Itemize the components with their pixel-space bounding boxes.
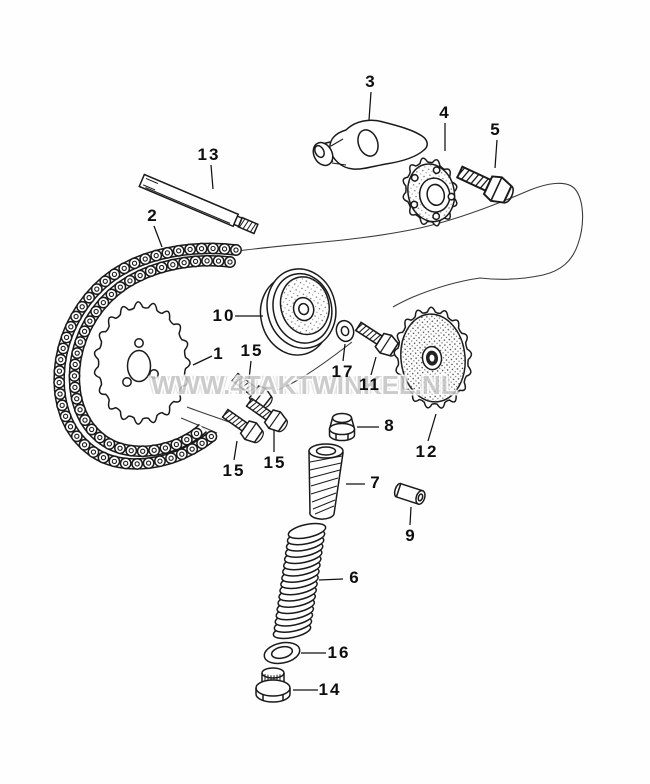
part-label-12: 12 [415,442,439,461]
part-label-4: 4 [439,103,451,122]
tensioner-arm [312,119,428,170]
sealing-washer [263,641,301,665]
tensioner-spring [272,522,327,640]
part-label-17: 17 [331,362,355,381]
cam-chain [53,242,242,470]
chain-roller [259,268,337,356]
part-label-8: 8 [384,416,396,435]
tensioner-sprocket [402,157,458,227]
cap-nut [328,412,356,442]
part-label-14: 14 [318,680,342,699]
part-label-13: 13 [197,145,221,164]
part-label-10: 10 [212,306,236,325]
drive-sprocket [393,306,473,409]
part-label-6: 6 [349,568,361,587]
part-label-15c: 15 [222,461,246,480]
roller-pin [393,482,426,506]
watermark: WWW.4TAKTWINKEL.NL [151,370,457,400]
sprocket-bolt [452,159,519,209]
callout-leaders [153,91,498,691]
part-label-16: 16 [327,643,351,662]
guide-rod [138,173,259,235]
part-label-9: 9 [405,526,417,545]
part-label-15a: 15 [240,341,264,360]
part-label-3: 3 [365,72,377,91]
part-label-7: 7 [370,473,382,492]
sealing-plug [255,667,291,703]
push-rod [308,443,344,520]
cam-sprocket [93,301,191,425]
washer-small [335,319,355,343]
part-label-5: 5 [490,120,502,139]
part-label-11: 11 [359,375,381,394]
part-label-1: 1 [213,344,225,363]
part-label-2: 2 [147,206,159,225]
part-label-15b: 15 [263,453,287,472]
